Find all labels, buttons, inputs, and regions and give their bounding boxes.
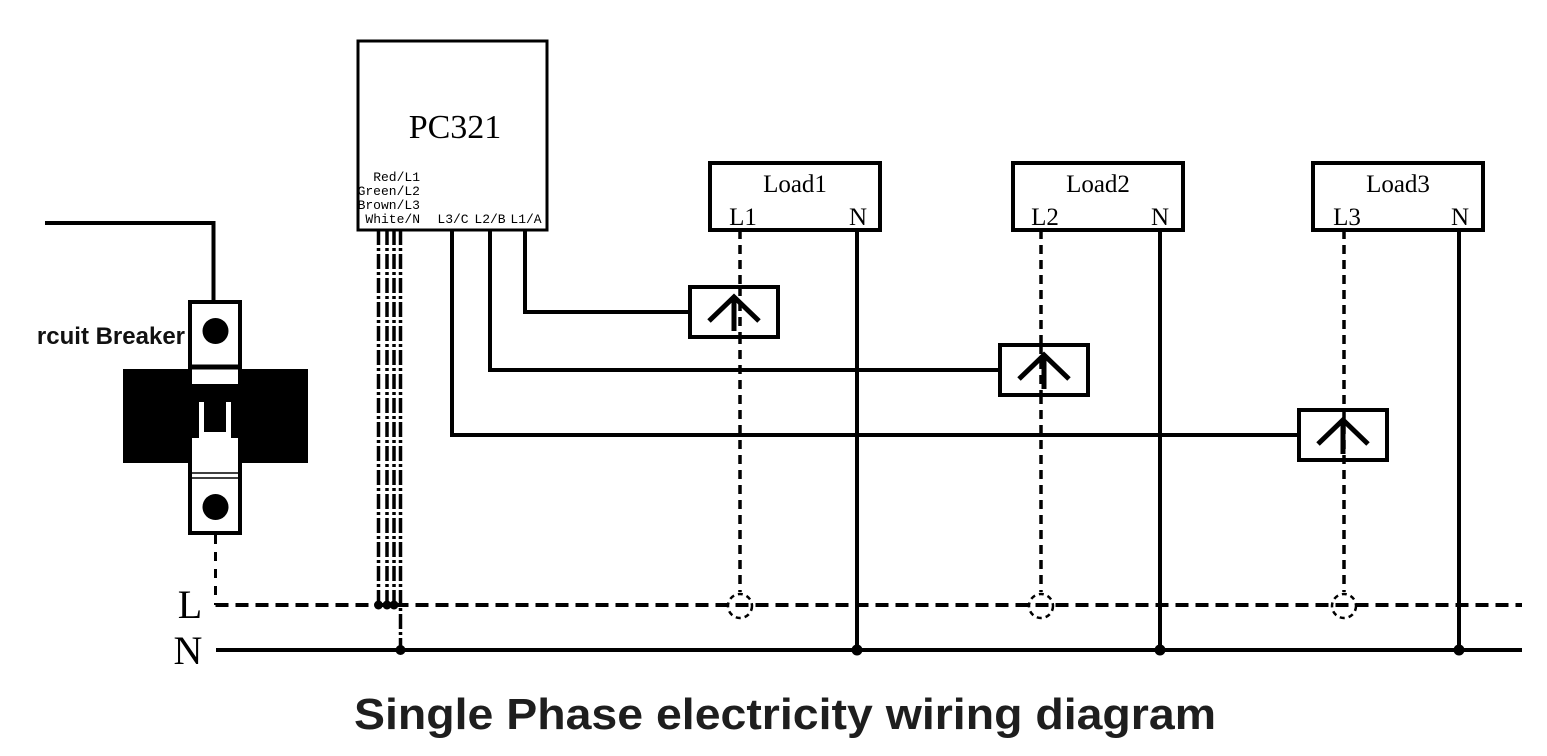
terminal-label-l2b: L2/B bbox=[474, 212, 505, 227]
tap-point-circle bbox=[726, 592, 754, 620]
wire-label-red-l1: Red/L1 bbox=[373, 170, 420, 185]
ct-sensor-2 bbox=[998, 343, 1090, 397]
ct-lead-l2b bbox=[488, 230, 1000, 372]
junction-dot bbox=[389, 600, 399, 610]
wire-label-green-l2: Green/L2 bbox=[358, 184, 420, 199]
circuit-breaker-label: rcuit Breaker bbox=[37, 323, 185, 350]
load1: Load1 L1 N bbox=[708, 161, 882, 232]
junction-dot bbox=[374, 600, 383, 610]
load1-live-terminal: L1 bbox=[729, 204, 757, 231]
tap-point-circle bbox=[1027, 592, 1055, 620]
load1-neutral-terminal: N bbox=[849, 204, 867, 231]
breaker-top-terminal bbox=[202, 318, 229, 344]
breaker-toggle bbox=[204, 402, 226, 432]
junction-dot bbox=[851, 644, 863, 656]
load3-live-terminal: L3 bbox=[1333, 204, 1361, 231]
load-live-wires bbox=[726, 230, 1358, 620]
load3-box bbox=[1311, 161, 1485, 232]
mains-input-wire bbox=[45, 221, 216, 302]
arrow-up-icon bbox=[707, 293, 761, 331]
ct-lead-l1a bbox=[523, 230, 690, 314]
ct-sensor-1 bbox=[688, 285, 780, 339]
terminal-label-l1a: L1/A bbox=[510, 212, 541, 227]
live-bus-label: L bbox=[178, 582, 202, 627]
load2-box bbox=[1011, 161, 1185, 232]
load3: Load3 L3 N bbox=[1311, 161, 1485, 232]
junction-dot bbox=[382, 600, 392, 610]
terminal-label-l3c: L3/C bbox=[437, 212, 468, 227]
pc321-sensing-wires bbox=[374, 230, 406, 655]
neutral-bus-label: N bbox=[174, 628, 203, 673]
junction-dot bbox=[1453, 644, 1465, 656]
junction-dot bbox=[1154, 644, 1166, 656]
load-neutral-wires bbox=[851, 230, 1465, 656]
breaker-bottom-terminal bbox=[202, 494, 229, 520]
tap-point-circle bbox=[1330, 592, 1358, 620]
pc321-device: PC321 Red/L1 Green/L2 Brown/L3 White/N L… bbox=[356, 39, 549, 232]
wire-label-brown-l3: Brown/L3 bbox=[358, 198, 420, 213]
load2-live-terminal: L2 bbox=[1031, 204, 1059, 231]
pc321-box bbox=[356, 39, 549, 232]
circuit-breaker: rcuit Breaker bbox=[37, 300, 308, 535]
load1-box bbox=[708, 161, 882, 232]
load2-neutral-terminal: N bbox=[1151, 204, 1169, 231]
ct-lead-l3c bbox=[450, 230, 1299, 437]
load3-neutral-terminal: N bbox=[1451, 204, 1469, 231]
load2-name: Load2 bbox=[1066, 171, 1130, 198]
load1-name: Load1 bbox=[763, 171, 827, 198]
load3-name: Load3 bbox=[1366, 171, 1430, 198]
junction-dot bbox=[395, 645, 406, 655]
arrow-up-icon bbox=[1017, 351, 1071, 389]
wire-label-white-n: White/N bbox=[365, 212, 420, 227]
diagram-title: Single Phase electricity wiring diagram bbox=[354, 690, 1216, 739]
pc321-model-label: PC321 bbox=[409, 109, 502, 146]
load2: Load2 L2 N bbox=[1011, 161, 1185, 232]
